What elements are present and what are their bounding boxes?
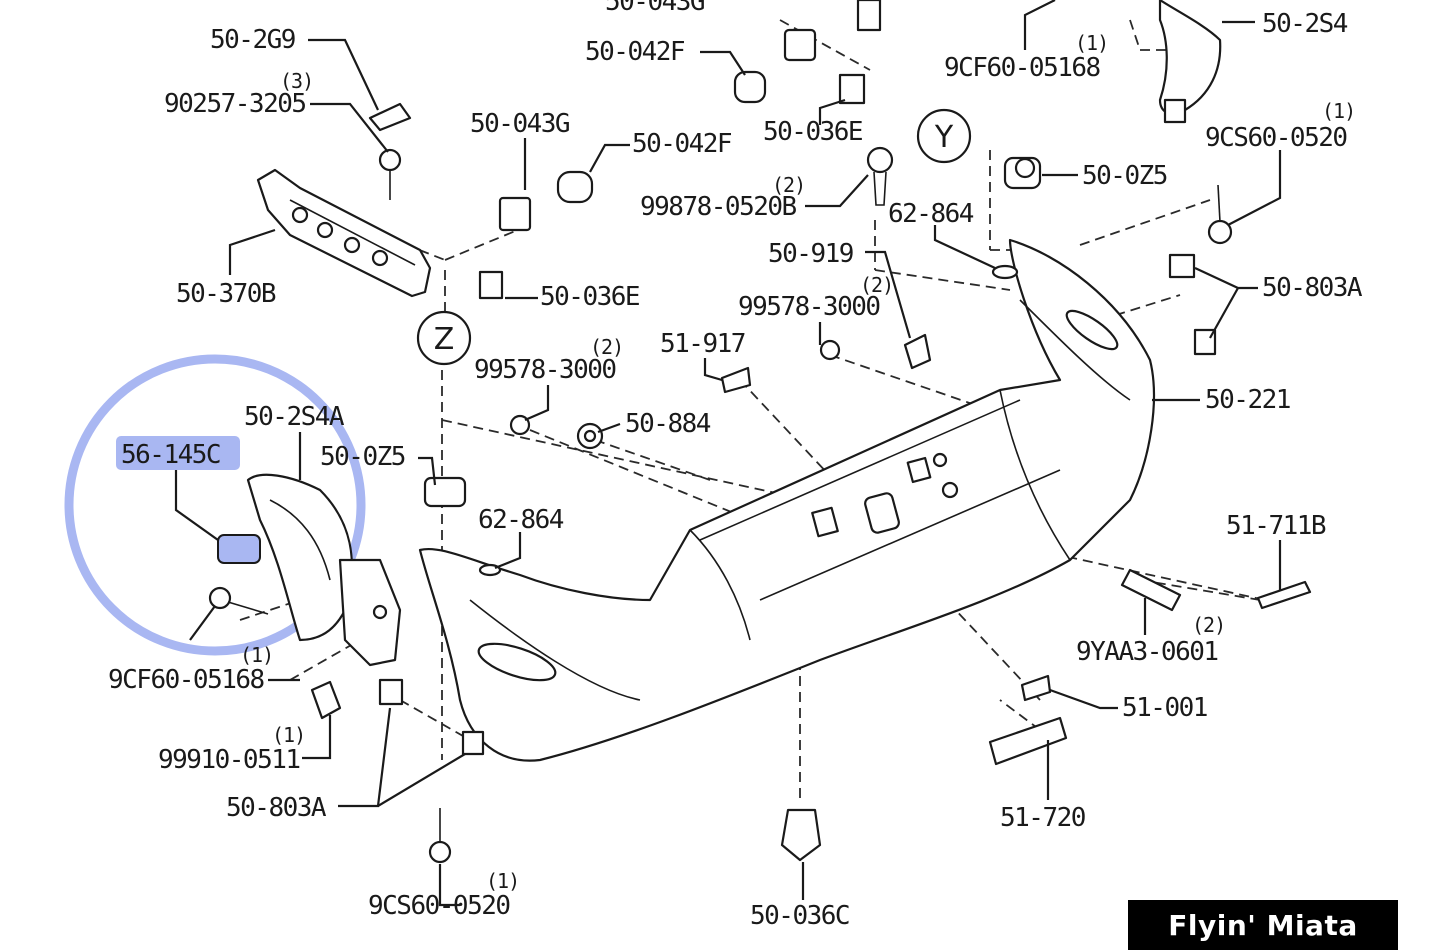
- quantity-label: (2): [1192, 613, 1225, 637]
- reference-marker-z: Z: [416, 310, 472, 366]
- highlighted-part-number[interactable]: 56-145C: [121, 440, 222, 470]
- part-label[interactable]: 9CF60-05168: [944, 53, 1101, 83]
- quantity-label: (1): [272, 723, 305, 747]
- part-label[interactable]: 62-864: [888, 199, 975, 229]
- part-label[interactable]: 90257-3205: [164, 89, 307, 119]
- part-label[interactable]: 50-0Z5: [320, 442, 406, 472]
- quantity-labels: (3) (2) (2) (2) (1) (1) (1) (1) (1) (2): [240, 31, 1356, 893]
- small-parts: [208, 0, 1312, 864]
- part-label[interactable]: 9CS60-0520: [368, 891, 511, 921]
- bumper-cover-shape: [418, 238, 1155, 762]
- part-label[interactable]: 50-370B: [176, 279, 277, 309]
- quantity-label: (1): [240, 643, 273, 667]
- quantity-label: (1): [486, 869, 519, 893]
- quantity-label: (1): [1075, 31, 1108, 55]
- part-label[interactable]: 51-917: [660, 329, 746, 359]
- reference-marker-y-label: Y: [934, 120, 954, 155]
- quantity-label: (2): [860, 273, 893, 297]
- reinforcement-shape: [256, 168, 432, 298]
- highlighted-clip-shape: [217, 534, 261, 564]
- brand-logo: Flyin' Miata: [1128, 900, 1398, 950]
- reference-marker-z-label: Z: [434, 322, 455, 357]
- part-label[interactable]: 50-803A: [1262, 273, 1364, 303]
- part-label[interactable]: 50-043G: [470, 109, 571, 139]
- part-label[interactable]: 50-2G9: [210, 25, 296, 55]
- left-bracket-shape: [246, 473, 402, 667]
- part-label[interactable]: 99578-3000: [738, 292, 881, 322]
- leader-lines: [174, 0, 1282, 907]
- part-label[interactable]: 99910-0511: [158, 745, 301, 775]
- quantity-label: (1): [1322, 99, 1355, 123]
- part-label[interactable]: 50-036E: [540, 282, 641, 312]
- quantity-label: (2): [590, 335, 623, 359]
- part-label[interactable]: 51-711B: [1226, 511, 1327, 541]
- highlight-circle: [64, 354, 366, 656]
- part-label[interactable]: 50-919: [768, 239, 854, 269]
- part-label[interactable]: 99878-0520B: [640, 192, 798, 222]
- part-label[interactable]: 99578-3000: [474, 355, 617, 385]
- part-label[interactable]: 50-221: [1205, 385, 1291, 415]
- part-label[interactable]: 50-0Z5: [1082, 161, 1168, 191]
- part-label[interactable]: 50-803A: [226, 793, 328, 823]
- part-label[interactable]: 51-720: [1000, 803, 1086, 833]
- reference-marker-y: Y: [916, 108, 972, 164]
- part-labels: 50-043G 50-2G9 90257-3205 50-043G 50-042…: [108, 0, 1364, 931]
- part-label[interactable]: 50-2S4: [1262, 9, 1349, 39]
- part-label[interactable]: 50-036C: [750, 901, 851, 931]
- brand-logo-text: Flyin' Miata: [1168, 908, 1358, 942]
- part-label[interactable]: 51-001: [1122, 693, 1208, 723]
- part-label[interactable]: 50-042F: [585, 37, 686, 67]
- quantity-label: (3): [280, 69, 313, 93]
- highlighted-part-label[interactable]: 56-145C: [116, 436, 240, 470]
- highlight-label-background: [116, 436, 240, 470]
- right-bracket-shape: [1158, 0, 1222, 124]
- part-label[interactable]: 50-884: [625, 409, 712, 439]
- part-label[interactable]: 50-2S4A: [244, 402, 346, 432]
- part-label[interactable]: 62-864: [478, 505, 565, 535]
- part-label[interactable]: 50-042F: [632, 129, 733, 159]
- quantity-label: (2): [772, 173, 805, 197]
- part-label[interactable]: 9CF60-05168: [108, 665, 265, 695]
- part-label[interactable]: 50-043G: [605, 0, 706, 17]
- part-label[interactable]: 9YAA3-0601: [1076, 637, 1219, 667]
- part-label[interactable]: 9CS60-0520: [1205, 123, 1348, 153]
- part-label[interactable]: 50-036E: [763, 117, 864, 147]
